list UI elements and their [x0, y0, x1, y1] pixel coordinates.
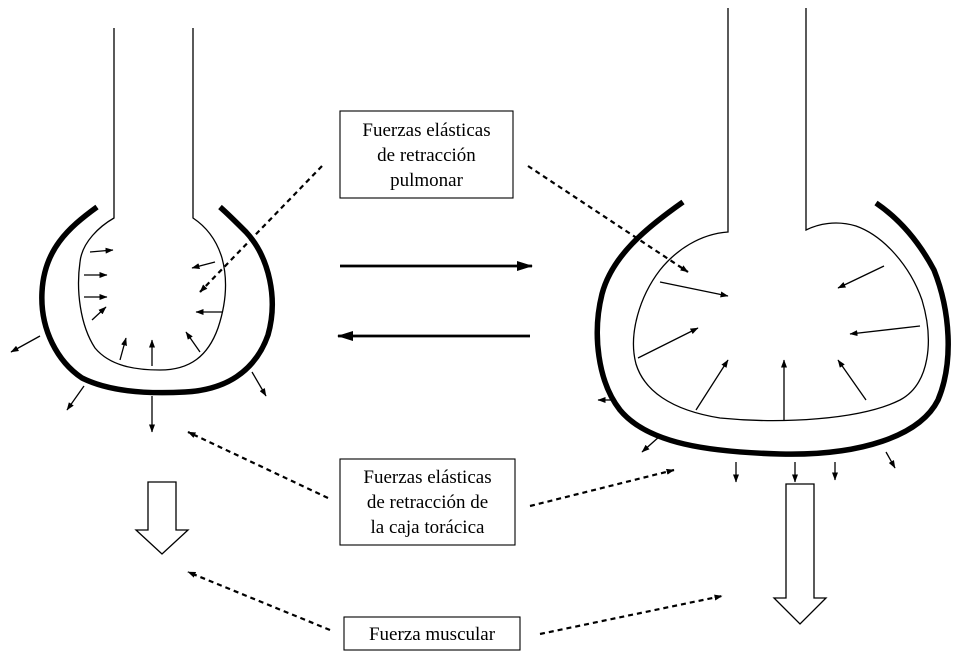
left-chest-recoil-arrows	[10, 335, 267, 433]
label-chest-line-3: la caja torácica	[371, 517, 485, 538]
right-lung-outline	[632, 8, 929, 422]
left-lung-recoil-arrows	[84, 247, 222, 366]
left-lung-system	[10, 28, 275, 555]
left-chest-wall	[39, 204, 275, 396]
right-muscle-force-arrow	[772, 483, 828, 625]
label-chest-line-1: Fuerzas elásticas	[363, 467, 491, 488]
label-lung-recoil: Fuerzas elásticas de retracción pulmonar	[339, 110, 514, 199]
dashed-pointers	[187, 165, 723, 636]
label-chest-recoil: Fuerzas elásticas de retracción de la ca…	[339, 458, 516, 546]
label-lung-line-3: pulmonar	[390, 170, 463, 191]
right-chest-wall	[594, 199, 951, 457]
right-lung-recoil-arrows	[637, 265, 921, 420]
label-chest-line-2: de retracción de	[367, 492, 488, 513]
label-lung-line-2: de retracción	[377, 145, 476, 166]
label-muscle-force: Fuerza muscular	[343, 616, 521, 651]
left-lung-outline	[77, 28, 227, 371]
label-muscle-line-1: Fuerza muscular	[369, 624, 496, 645]
left-muscle-force-arrow	[134, 481, 190, 555]
equilibrium-arrows	[337, 261, 533, 341]
label-lung-line-1: Fuerzas elásticas	[362, 120, 490, 141]
right-chest-recoil-arrows	[597, 397, 896, 483]
right-lung-system	[594, 8, 951, 625]
